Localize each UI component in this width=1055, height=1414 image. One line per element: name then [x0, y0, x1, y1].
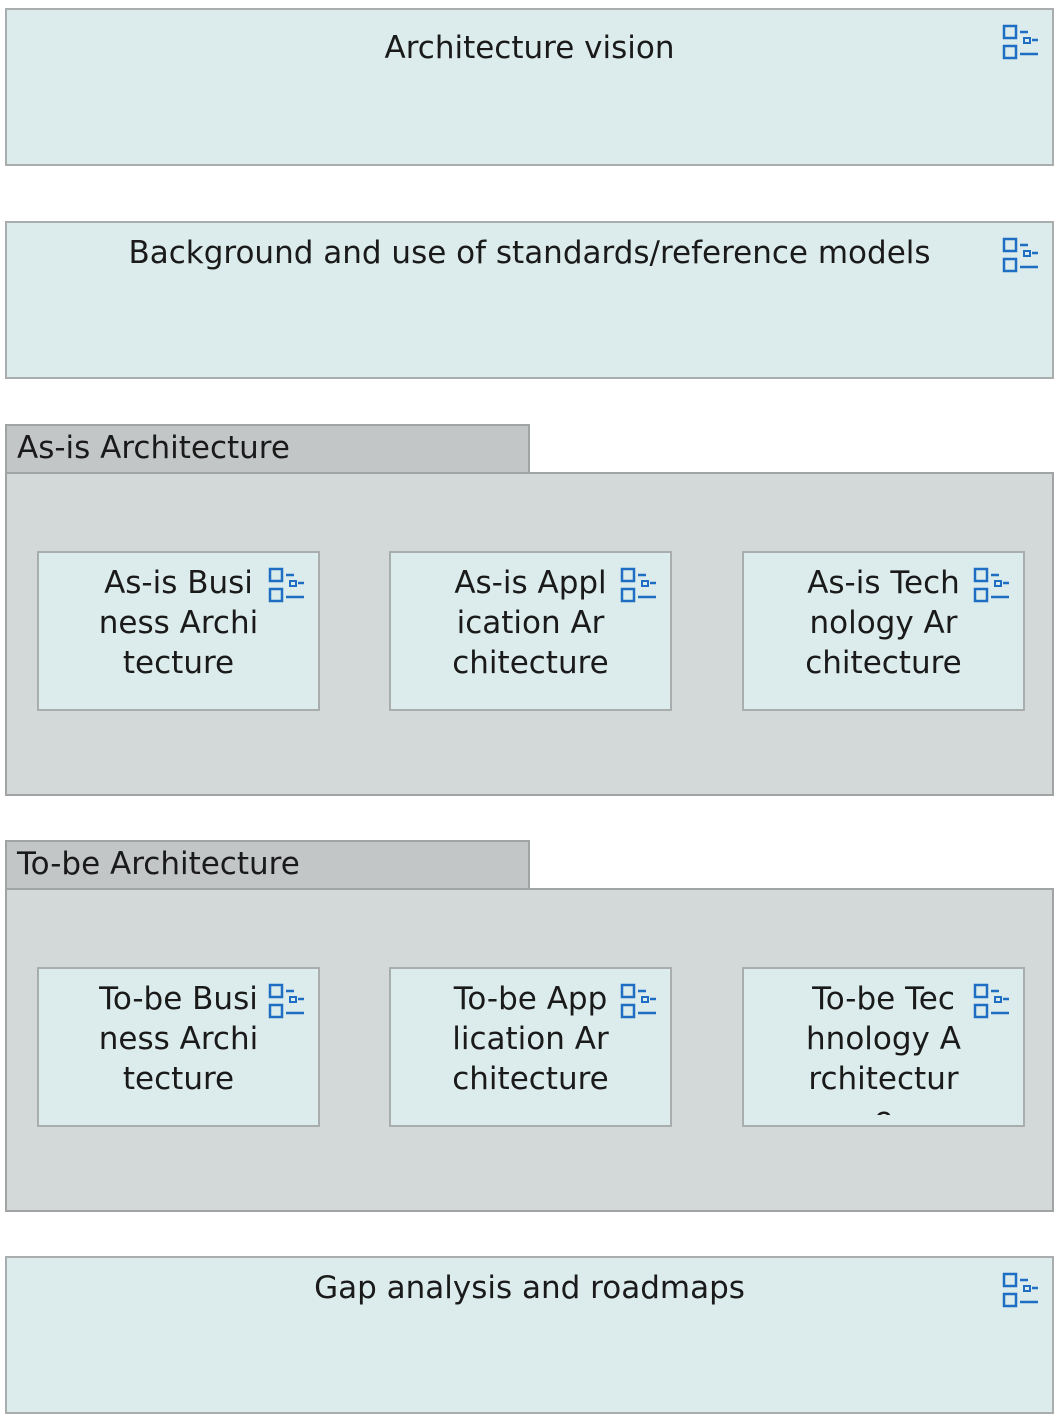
to-be-technology-label: To-be Technology Architecture	[806, 981, 961, 1115]
as-is-application-label: As-is Application Architecture	[452, 565, 609, 681]
as-is-package-label: As-is Architecture	[17, 430, 290, 466]
as-is-package-tab[interactable]: As-is Architecture	[5, 424, 530, 474]
architecture-vision-box[interactable]: Architecture vision	[5, 8, 1054, 166]
element-list-icon	[1002, 24, 1038, 60]
element-list-icon	[973, 983, 1009, 1019]
as-is-technology-label: As-is Technology Architecture	[805, 565, 962, 681]
element-list-icon	[268, 983, 304, 1019]
as-is-application-box[interactable]: As-is Application Architecture	[389, 551, 672, 711]
as-is-technology-box[interactable]: As-is Technology Architecture	[742, 551, 1025, 711]
to-be-package-tab[interactable]: To-be Architecture	[5, 840, 530, 890]
element-list-icon	[973, 567, 1009, 603]
element-list-icon	[620, 983, 656, 1019]
to-be-application-box[interactable]: To-be Application Architecture	[389, 967, 672, 1127]
element-list-icon	[620, 567, 656, 603]
gap-analysis-label: Gap analysis and roadmaps	[314, 1270, 745, 1306]
background-standards-box[interactable]: Background and use of standards/referenc…	[5, 221, 1054, 379]
to-be-package-label: To-be Architecture	[17, 846, 300, 882]
to-be-technology-box[interactable]: To-be Technology Architecture	[742, 967, 1025, 1127]
as-is-business-label: As-is Business Architecture	[98, 565, 259, 681]
background-standards-label: Background and use of standards/referenc…	[128, 235, 931, 271]
element-list-icon	[1002, 237, 1038, 273]
element-list-icon	[1002, 1272, 1038, 1308]
to-be-application-label: To-be Application Architecture	[452, 981, 609, 1097]
as-is-business-box[interactable]: As-is Business Architecture	[37, 551, 320, 711]
to-be-business-box[interactable]: To-be Business Architecture	[37, 967, 320, 1127]
architecture-vision-label: Architecture vision	[384, 30, 675, 66]
to-be-business-label: To-be Business Architecture	[98, 981, 259, 1097]
element-list-icon	[268, 567, 304, 603]
gap-analysis-box[interactable]: Gap analysis and roadmaps	[5, 1256, 1054, 1414]
